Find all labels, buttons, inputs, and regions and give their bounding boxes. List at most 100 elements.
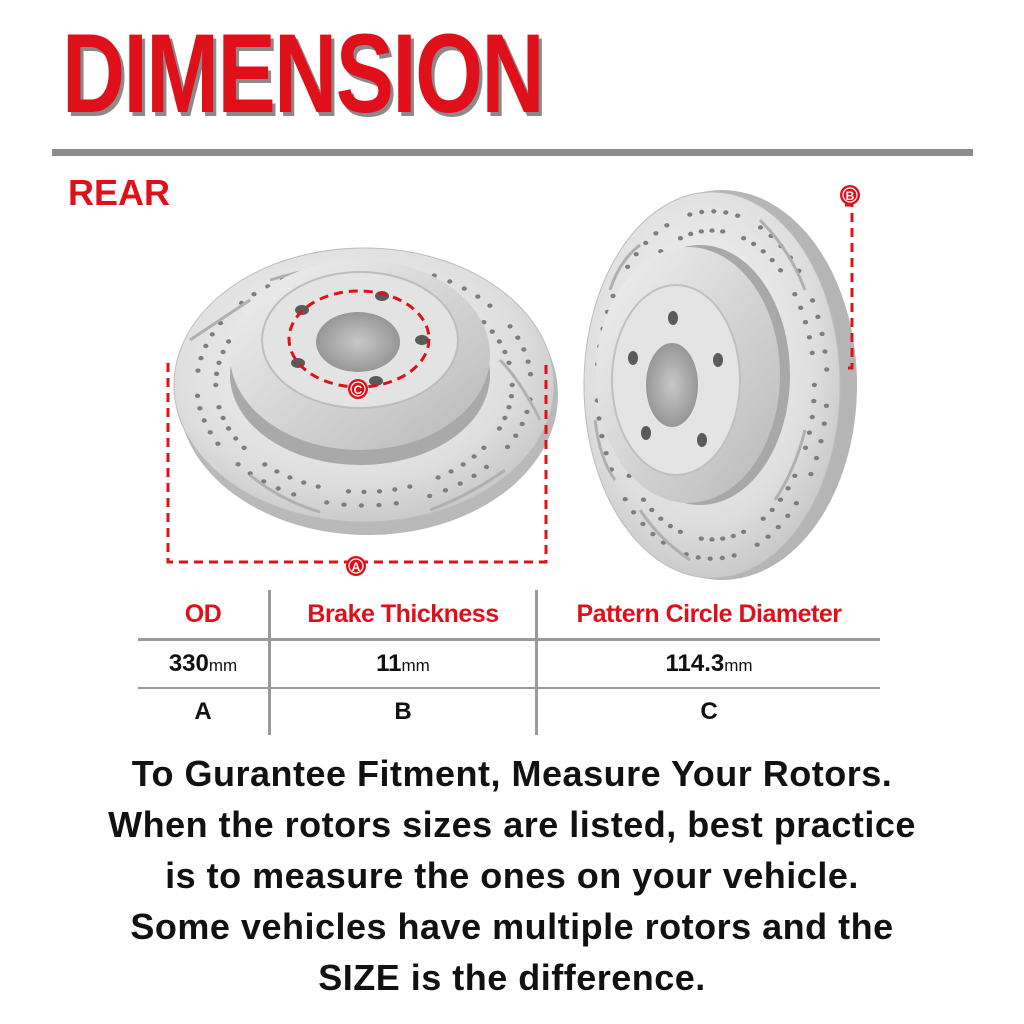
drill-hole: [507, 324, 513, 329]
drill-hole: [301, 480, 307, 485]
drill-hole: [442, 488, 448, 493]
drill-hole: [461, 286, 467, 291]
drill-hole: [777, 497, 784, 502]
drill-hole: [765, 534, 771, 539]
value-brake-thickness: 11mm: [268, 639, 537, 689]
drill-hole: [489, 329, 495, 334]
drill-hole: [496, 426, 502, 431]
dimension-table: OD Brake Thickness Pattern Circle Diamet…: [138, 590, 880, 735]
drill-hole: [707, 556, 713, 561]
drill-hole: [695, 555, 701, 560]
drill-hole: [667, 523, 674, 529]
drill-hole: [515, 335, 521, 340]
drill-hole: [810, 298, 816, 303]
drill-hole: [506, 360, 512, 365]
drill-hole: [233, 436, 239, 441]
drill-hole: [393, 501, 399, 506]
drill-hole: [757, 225, 764, 230]
drill-hole: [821, 421, 827, 426]
drill-hole: [483, 464, 490, 470]
drill-hole: [345, 489, 352, 494]
drill-hole: [376, 502, 382, 508]
marker-c: C: [348, 379, 368, 399]
drill-hole: [487, 303, 493, 308]
drill-hole: [769, 257, 775, 263]
note-line: Some vehicles have multiple rotors and t…: [130, 906, 894, 947]
drill-hole: [209, 332, 215, 337]
drill-hole: [720, 229, 726, 234]
page-title: DIMENSION: [62, 11, 545, 136]
drill-hole: [709, 537, 715, 542]
drill-hole: [471, 454, 477, 459]
drill-hole: [785, 486, 791, 491]
drill-hole: [203, 343, 209, 349]
drill-hole: [508, 394, 514, 399]
drill-hole: [376, 489, 383, 494]
drill-hole: [392, 487, 398, 492]
drill-hole: [813, 455, 820, 461]
drill-hole: [664, 223, 670, 228]
drill-hole: [793, 501, 800, 506]
drill-hole: [315, 484, 321, 489]
drill-hole: [519, 421, 525, 427]
section-label: REAR: [68, 172, 171, 213]
table-row-values: 330mm 11mm 114.3mm: [138, 639, 880, 689]
note-line: To Gurantee Fitment, Measure Your Rotors…: [131, 753, 893, 794]
drill-hole: [524, 409, 530, 415]
note-line: is to measure the ones on your vehicle.: [165, 855, 859, 896]
drill-hole: [698, 536, 704, 541]
drill-hole: [815, 314, 821, 319]
drill-hole: [457, 481, 463, 486]
drill-hole: [513, 433, 519, 438]
left-rotor: [173, 247, 558, 535]
letter-a: A: [194, 698, 212, 725]
drill-hole: [447, 279, 453, 284]
drill-hole: [822, 349, 828, 354]
drill-hole: [361, 489, 367, 495]
drill-hole: [720, 536, 726, 541]
svg-text:C: C: [354, 383, 363, 397]
drill-hole: [649, 507, 655, 513]
drill-hole: [207, 430, 213, 435]
drill-hole: [792, 473, 798, 478]
drill-hole: [802, 320, 809, 325]
drill-hole: [358, 503, 364, 508]
table-header-row: OD Brake Thickness Pattern Circle Diamet…: [138, 590, 880, 641]
note-line: When the rotors sizes are listed, best p…: [108, 804, 916, 845]
right-rotor: [583, 190, 857, 580]
drill-hole: [262, 462, 268, 467]
table-row-letters: A B C: [138, 688, 880, 735]
drill-hole: [471, 473, 477, 478]
drill-hole: [622, 497, 628, 502]
drill-hole: [653, 231, 659, 236]
drill-hole: [509, 382, 515, 388]
drill-hole: [806, 430, 813, 435]
drill-hole: [640, 521, 646, 527]
drill-hole: [603, 451, 609, 456]
drill-hole: [198, 355, 204, 361]
drill-hole: [287, 475, 293, 480]
drill-hole: [261, 479, 267, 484]
drill-hole: [213, 382, 219, 388]
drill-hole: [709, 228, 715, 233]
note-line: SIZE is the difference.: [318, 957, 706, 998]
fitment-note: To Gurantee Fitment, Measure Your Rotors…: [20, 748, 1004, 1003]
rotor-illustrations: A C B: [166, 185, 860, 580]
value-pattern-circle-diameter: 114.3mm: [535, 639, 880, 689]
drill-hole: [251, 292, 257, 297]
drill-hole: [407, 484, 413, 489]
drill-hole: [291, 492, 297, 497]
drill-hole: [731, 553, 737, 558]
drill-hole: [769, 507, 775, 513]
svg-text:A: A: [352, 560, 361, 574]
drill-hole: [806, 335, 813, 340]
drill-hole: [723, 210, 729, 215]
drill-hole: [274, 469, 280, 474]
header-pattern-circle-diameter: Pattern Circle Diameter: [535, 590, 880, 641]
drill-hole: [775, 524, 781, 530]
drill-hole: [760, 516, 766, 521]
drill-hole: [777, 268, 784, 273]
drill-hole: [324, 500, 330, 505]
drill-hole: [711, 209, 717, 214]
drill-hole: [824, 367, 830, 372]
